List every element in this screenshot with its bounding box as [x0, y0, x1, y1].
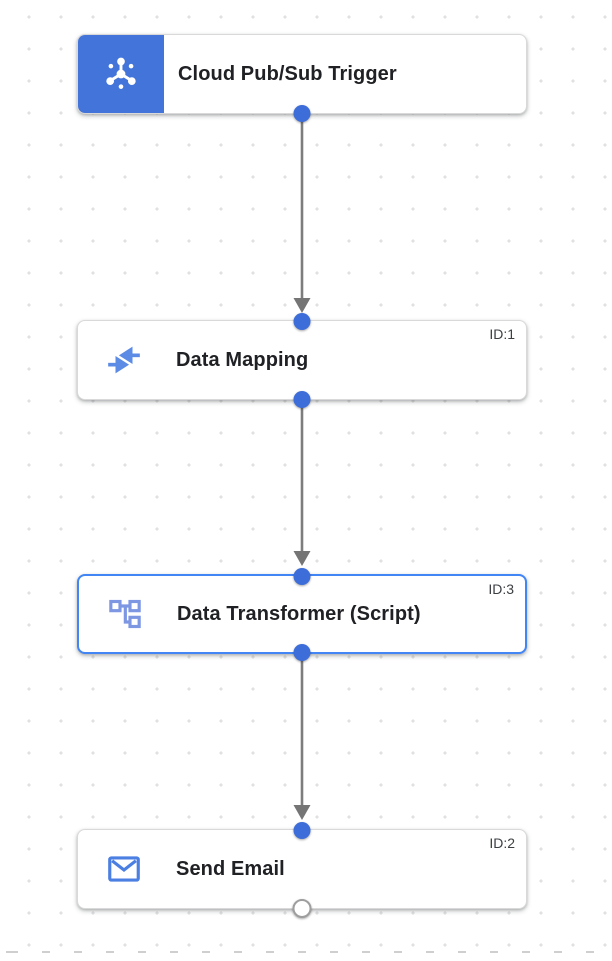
edge-trigger-to-datamapping[interactable]	[293, 114, 311, 313]
grid-edge-dashes	[0, 951, 612, 953]
node-id-label: ID:1	[489, 326, 515, 342]
output-port[interactable]	[293, 104, 311, 122]
node-id-label: ID:3	[488, 581, 514, 597]
input-port[interactable]	[293, 312, 311, 330]
node-data-transformer-script[interactable]: Data Transformer (Script) ID:3	[77, 567, 527, 661]
output-port[interactable]	[293, 390, 311, 408]
output-port[interactable]	[293, 643, 311, 661]
node-title: Send Email	[176, 857, 285, 880]
data-transformer-icon	[105, 594, 145, 634]
input-port[interactable]	[293, 567, 311, 585]
node-title: Data Mapping	[176, 348, 309, 371]
node-data-mapping[interactable]: Data Mapping ID:1	[77, 312, 527, 408]
edge-datatransformer-to-sendemail[interactable]	[293, 654, 311, 820]
data-mapping-icon	[104, 340, 144, 380]
node-title: Data Transformer (Script)	[177, 602, 421, 625]
node-send-email[interactable]: Send Email ID:2	[77, 821, 527, 918]
node-cloud-pubsub-trigger[interactable]: Cloud Pub/Sub Trigger	[77, 34, 527, 122]
empty-output-port[interactable]	[292, 899, 312, 918]
edge-datamapping-to-datatransformer[interactable]	[293, 400, 311, 566]
node-title: Cloud Pub/Sub Trigger	[178, 62, 397, 85]
pubsub-trigger-icon	[78, 35, 164, 113]
send-email-icon	[104, 849, 144, 889]
node-id-label: ID:2	[489, 835, 515, 851]
input-port[interactable]	[293, 821, 311, 839]
